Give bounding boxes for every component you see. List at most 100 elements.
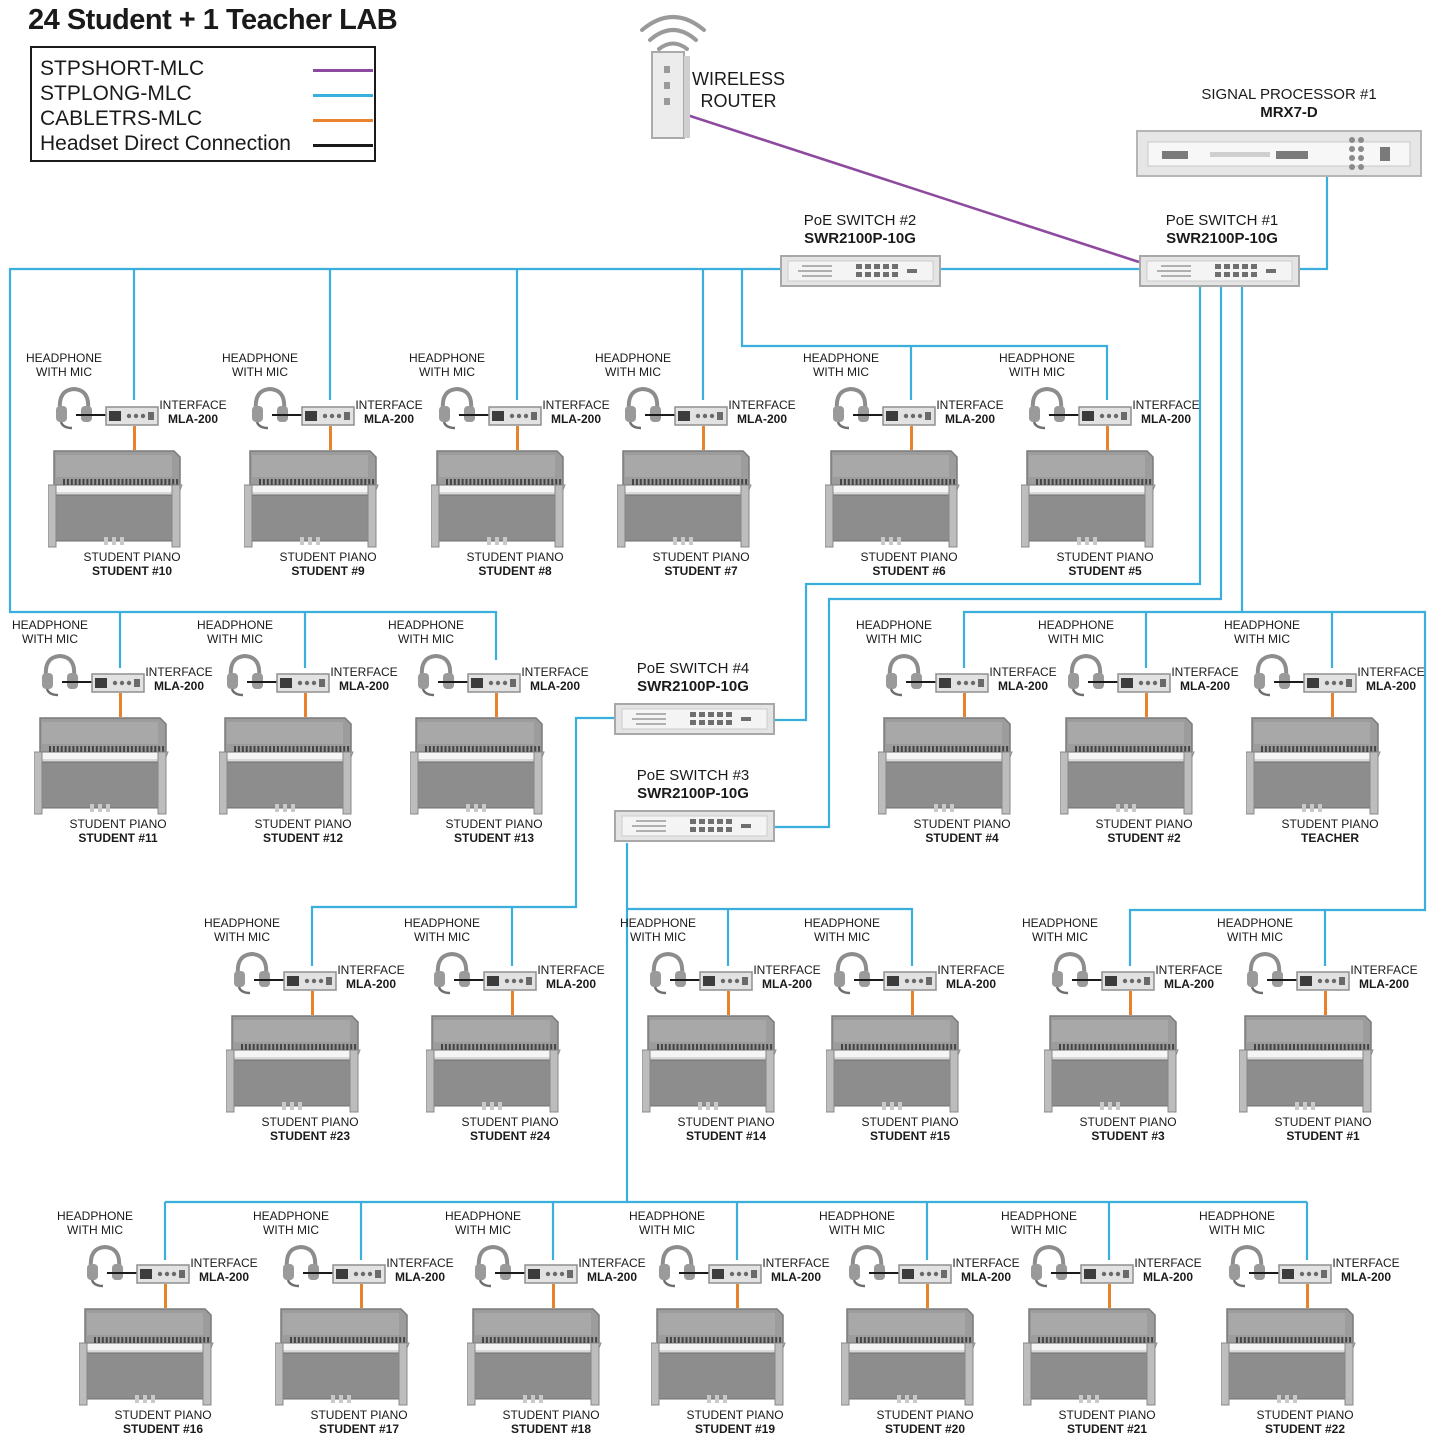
interface-label: INTERFACE MLA-200: [1132, 398, 1199, 426]
station-name: STUDENT #21: [1066, 1422, 1148, 1436]
interface-icon: [898, 1264, 952, 1289]
headphone-icon: [884, 651, 924, 702]
headphone-label: HEADPHONE WITH MIC: [595, 351, 671, 379]
headphone-label: HEADPHONE WITH MIC: [253, 1209, 329, 1237]
router-label: WIRELESS ROUTER: [692, 68, 785, 112]
interface-icon: [674, 406, 728, 431]
cabletrs-connection: [329, 426, 332, 450]
piano-label-line1: STUDENT PIANO: [652, 550, 750, 564]
cabletrs-connection: [133, 426, 136, 450]
piano-label-line1: STUDENT PIANO: [279, 550, 377, 564]
headphone-label-line1: HEADPHONE: [203, 916, 281, 930]
headset-connection: [1072, 979, 1102, 981]
interface-icon: [467, 673, 521, 698]
interface-label-line1: INTERFACE: [330, 665, 398, 679]
interface-label-line1: INTERFACE: [952, 1256, 1020, 1270]
headphone-label-line2: WITH MIC: [629, 930, 686, 944]
interface-icon: [276, 673, 330, 698]
headphone-label-line2: WITH MIC: [206, 632, 263, 646]
interface-label: INTERFACE MLA-200: [1134, 1256, 1201, 1284]
headphone-label: HEADPHONE WITH MIC: [409, 351, 485, 379]
headphone-label: HEADPHONE WITH MIC: [1001, 1209, 1077, 1237]
headphone-label-line1: HEADPHONE: [818, 1209, 896, 1223]
piano-icon: [1220, 1303, 1357, 1412]
interface-icon: [1296, 971, 1350, 996]
interface-label-line1: INTERFACE: [337, 963, 405, 977]
interface-label-line1: INTERFACE: [1155, 963, 1223, 977]
headphone-label: HEADPHONE WITH MIC: [620, 916, 696, 944]
headphone-label-line1: HEADPHONE: [619, 916, 697, 930]
headphone-icon: [281, 1242, 321, 1293]
headphone-label-line2: WITH MIC: [1008, 365, 1065, 379]
headphone-label: HEADPHONE WITH MIC: [803, 351, 879, 379]
wire-switch1-right-bus: [962, 285, 1244, 668]
wire-switch1-switch4: [774, 285, 1202, 722]
headphone-label-line2: WITH MIC: [231, 365, 288, 379]
piano-icon: [47, 445, 184, 554]
interface-model: MLA-200: [167, 412, 218, 426]
piano-label-line1: STUDENT PIANO: [860, 550, 958, 564]
wire-router-switch1: [683, 112, 1140, 264]
headphone-icon: [648, 949, 688, 1000]
piano-icon: [824, 445, 961, 554]
interface-icon: [1303, 673, 1357, 698]
headset-connection: [679, 1272, 709, 1274]
piano-label-line1: STUDENT PIANO: [1056, 550, 1154, 564]
headphone-label: HEADPHONE WITH MIC: [445, 1209, 521, 1237]
headphone-icon: [54, 384, 94, 435]
station-name: STUDENT #7: [664, 564, 738, 578]
piano-icon: [1238, 1010, 1375, 1119]
headphone-icon: [832, 949, 872, 1000]
headphone-label-line1: HEADPHONE: [221, 351, 299, 365]
piano-icon: [616, 445, 753, 554]
headphone-icon: [40, 651, 80, 702]
interface-label: INTERFACE MLA-200: [145, 665, 212, 693]
interface-icon: [332, 1264, 386, 1289]
cabletrs-connection: [311, 991, 314, 1015]
station-name: STUDENT #16: [122, 1422, 204, 1436]
interface-label-line1: INTERFACE: [355, 398, 423, 412]
interface-model: MLA-200: [945, 977, 996, 991]
piano-icon: [225, 1010, 362, 1119]
headset-connection: [303, 1272, 333, 1274]
wire-processor-switch1: [1298, 175, 1329, 271]
piano-label: STUDENT PIANO STUDENT #24: [461, 1115, 558, 1143]
interface-label-line1: INTERFACE: [1350, 963, 1418, 977]
cabletrs-connection: [516, 426, 519, 450]
interface-icon: [483, 971, 537, 996]
station-name: STUDENT #17: [318, 1422, 400, 1436]
interface-label-line1: INTERFACE: [1132, 398, 1200, 412]
legend-swatch: [313, 144, 373, 147]
interface-label-line1: INTERFACE: [989, 665, 1057, 679]
interface-model: MLA-200: [1163, 977, 1214, 991]
headphone-label: HEADPHONE WITH MIC: [404, 916, 480, 944]
piano-icon: [825, 1010, 962, 1119]
interface-model: MLA-200: [1142, 1270, 1193, 1284]
headphone-label: HEADPHONE WITH MIC: [222, 351, 298, 379]
piano-label-line1: STUDENT PIANO: [1274, 1115, 1372, 1129]
headset-connection: [438, 681, 468, 683]
headphone-label-line2: WITH MIC: [1031, 930, 1088, 944]
headphone-label: HEADPHONE WITH MIC: [388, 618, 464, 646]
piano-icon: [218, 712, 355, 821]
headphone-label: HEADPHONE WITH MIC: [856, 618, 932, 646]
piano-label: STUDENT PIANO STUDENT #6: [860, 550, 957, 578]
station-name: STUDENT #4: [925, 831, 999, 845]
piano-icon: [425, 1010, 562, 1119]
piano-label: STUDENT PIANO STUDENT #21: [1058, 1408, 1155, 1436]
interface-model: MLA-200: [345, 977, 396, 991]
cabletrs-connection: [910, 426, 913, 450]
piano-label: STUDENT PIANO STUDENT #8: [466, 550, 563, 578]
headphone-label-line2: WITH MIC: [262, 1223, 319, 1237]
headset-connection: [854, 979, 884, 981]
headphone-label-line2: WITH MIC: [1233, 632, 1290, 646]
cabletrs-connection: [1106, 426, 1109, 450]
legend-item-stpshort: STPSHORT-MLC: [40, 57, 373, 82]
headphone-label: HEADPHONE WITH MIC: [629, 1209, 705, 1237]
interface-icon: [301, 406, 355, 431]
legend-swatch: [313, 69, 373, 72]
piano-label-line1: STUDENT PIANO: [310, 1408, 408, 1422]
interface-model: MLA-200: [1365, 679, 1416, 693]
interface-icon: [91, 673, 145, 698]
headphone-label-line1: HEADPHONE: [444, 1209, 522, 1223]
